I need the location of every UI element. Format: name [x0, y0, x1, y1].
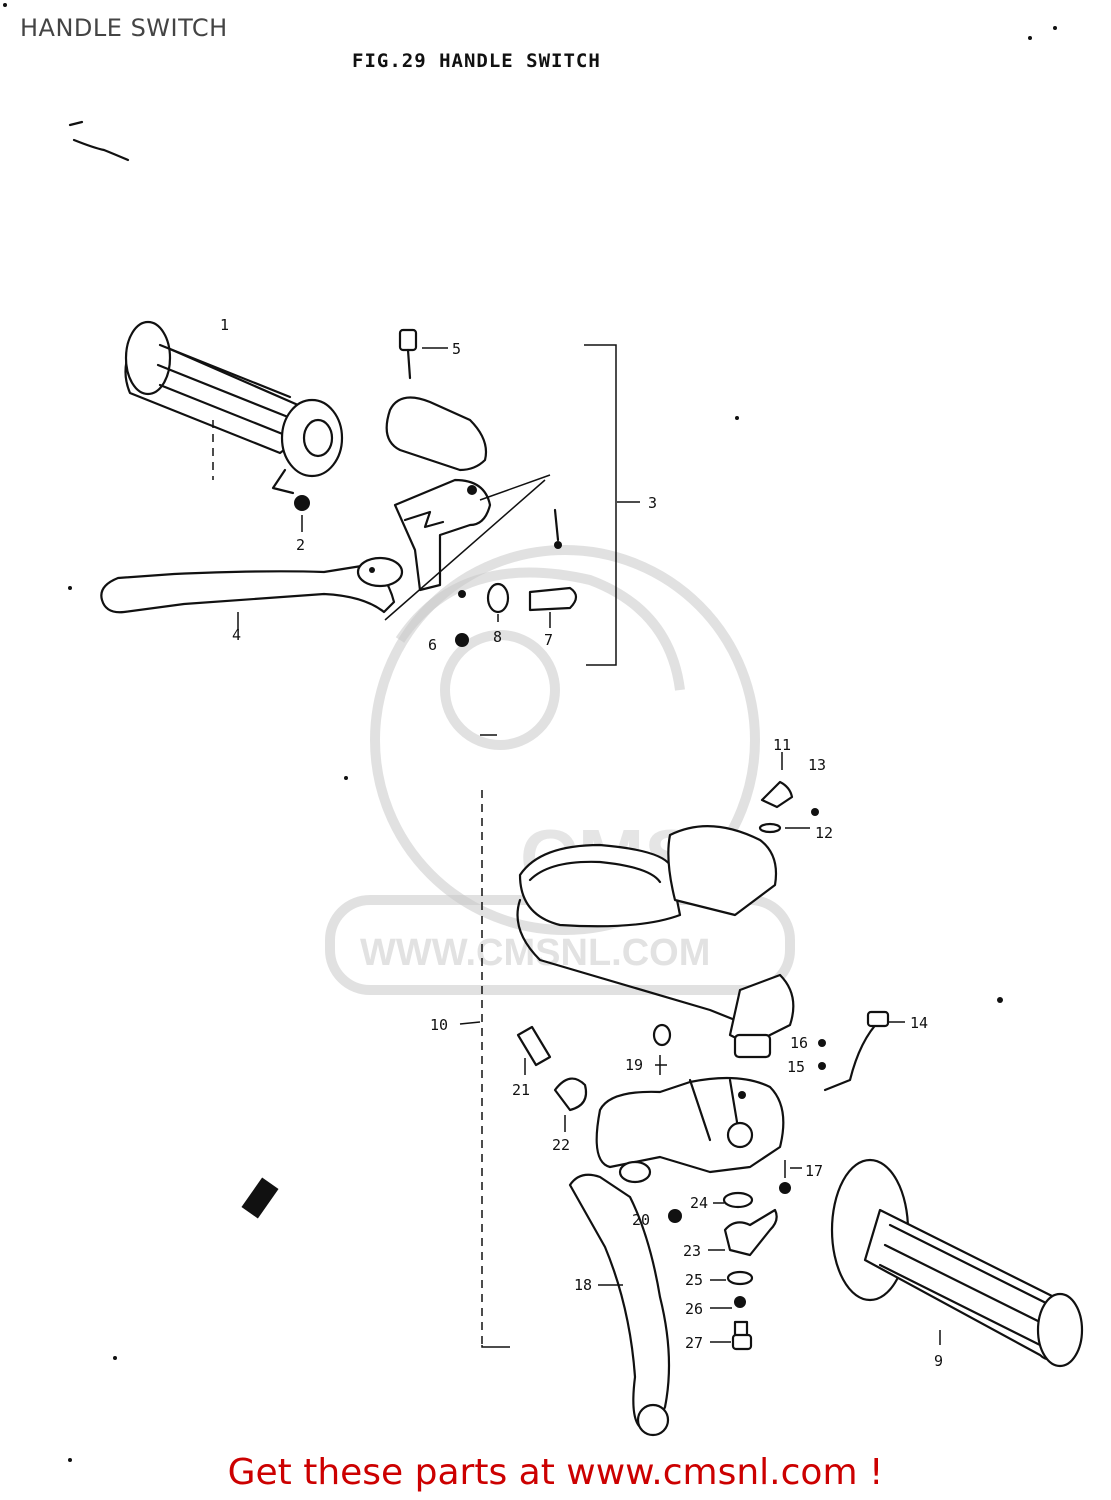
- callout-10: 10: [430, 1016, 448, 1034]
- callout-3: 3: [648, 494, 657, 512]
- parts-6-8-7: [455, 582, 578, 647]
- callout-9: 9: [934, 1352, 943, 1370]
- callout-7: 7: [544, 631, 553, 649]
- get-parts-link[interactable]: Get these parts at www.cmsnl.com !: [227, 1452, 884, 1493]
- callout-24: 24: [690, 1194, 708, 1212]
- callout-26: 26: [685, 1300, 703, 1318]
- figure-title: FIG.29 HANDLE SWITCH: [352, 50, 601, 72]
- callout-11: 11: [773, 736, 791, 754]
- callout-12: 12: [815, 824, 833, 842]
- callout-17: 17: [805, 1162, 823, 1180]
- callout-8: 8: [493, 628, 502, 646]
- callout-19: 19: [625, 1056, 643, 1074]
- callout-25: 25: [685, 1271, 703, 1289]
- grip-upper: [124, 320, 344, 495]
- switch-housing-lower: [516, 825, 795, 1059]
- scan-marks: [3, 3, 1057, 1462]
- lever-lower: [568, 1160, 671, 1437]
- lever-holder: [385, 396, 492, 598]
- callout-labels: 1 2 3 4 5 6 7 8 9 10 11 12 13 14 15 16 1…: [220, 316, 943, 1370]
- small-parts-11-13-12: [758, 752, 819, 834]
- callout-16: 16: [790, 1034, 808, 1052]
- cable-14: [818, 1010, 905, 1092]
- callout-13: 13: [808, 756, 826, 774]
- bolt-21: [516, 1025, 552, 1075]
- callout-4: 4: [232, 626, 241, 644]
- watermark-url: WWW.CMSNL.COM: [360, 932, 710, 974]
- switch-body-lower: [595, 1076, 785, 1174]
- page-title: HANDLE SWITCH: [20, 14, 228, 42]
- callout-1: 1: [220, 316, 229, 334]
- callout-5: 5: [452, 340, 461, 358]
- callout-23: 23: [683, 1242, 701, 1260]
- callout-14: 14: [910, 1014, 928, 1032]
- callout-15: 15: [787, 1058, 805, 1076]
- grip-lower: [830, 1158, 1084, 1368]
- lever-upper: [100, 556, 404, 614]
- small-parts-20-27: [668, 1160, 802, 1351]
- callout-20: 20: [632, 1211, 650, 1229]
- callout-21: 21: [512, 1081, 530, 1099]
- callout-leaders: [459, 1021, 732, 1343]
- callout-27: 27: [685, 1334, 703, 1352]
- callout-2: 2: [296, 536, 305, 554]
- callout-22: 22: [552, 1136, 570, 1154]
- callout-18: 18: [574, 1276, 592, 1294]
- bolt-5: [398, 328, 448, 380]
- callout-6: 6: [428, 636, 437, 654]
- part-2: [294, 495, 310, 511]
